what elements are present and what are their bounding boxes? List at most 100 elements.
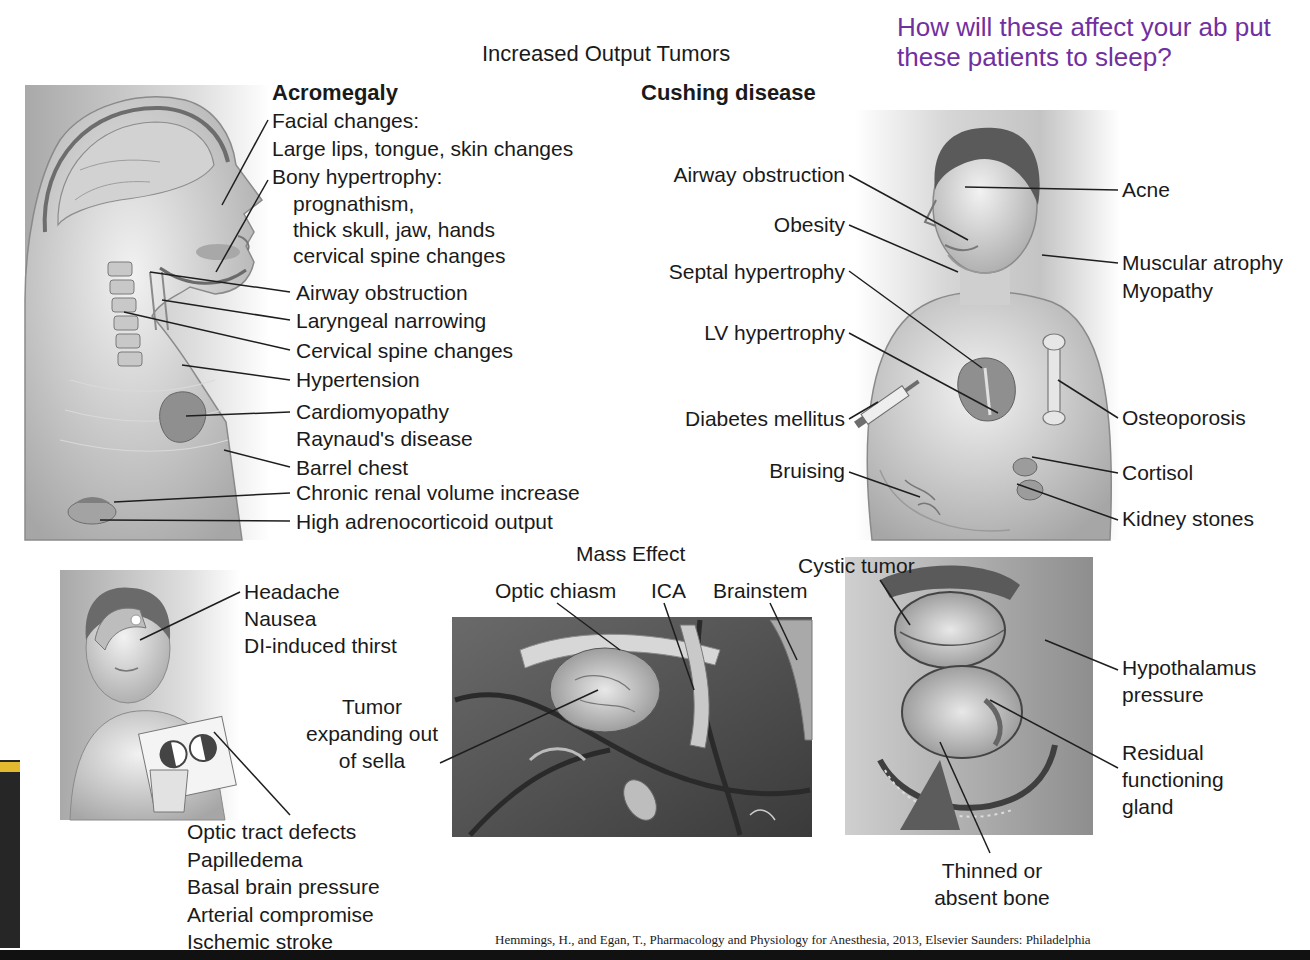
callout-label: Muscular atrophy <box>1122 249 1283 276</box>
acromegaly-figure-part-part <box>116 334 140 348</box>
leader-lines-part <box>114 493 290 502</box>
acromegaly-figure-part-part <box>70 380 215 391</box>
mass-effect-figure-part <box>770 620 812 740</box>
cushing-figure-part <box>880 470 1010 531</box>
mass-effect-figure-part <box>455 620 810 835</box>
callout-label: Kidney stones <box>1122 505 1254 532</box>
callout-label: Cervical spine changes <box>296 337 513 364</box>
leader-lines-part <box>770 603 797 660</box>
leader-lines-part <box>1045 640 1118 670</box>
callout-label: LV hypertrophy <box>704 319 845 346</box>
acromegaly-figure-part-part <box>110 280 134 294</box>
mass-effect-figure-part <box>617 774 663 826</box>
mass-effect-figure-part <box>550 648 660 732</box>
acromegaly-figure-part <box>75 497 110 503</box>
callout-label: Myopathy <box>1122 277 1213 304</box>
logo-strip-part <box>0 760 20 948</box>
headache-figure-part <box>131 615 141 625</box>
mass-effect-figure-part <box>530 749 585 760</box>
cushing-figure-part <box>945 245 978 250</box>
feature-label: cervical spine changes <box>293 242 505 269</box>
cushing-figure-part <box>948 255 1005 273</box>
leader-lines-part <box>162 300 290 320</box>
acromegaly-figure-part <box>25 97 262 540</box>
feature-label: prognathism, <box>293 190 414 217</box>
leader-lines-part <box>880 580 910 625</box>
acromegaly-figure-part-part <box>114 316 138 330</box>
callout-label: Cardiomyopathy <box>296 398 449 425</box>
callout-label: DI-induced thirst <box>244 632 397 659</box>
leader-lines-part <box>557 603 620 650</box>
leader-lines-part <box>849 175 968 240</box>
callout-label: Hypertension <box>296 366 420 393</box>
headache-figure-part <box>150 770 188 812</box>
acromegaly-figure-part <box>108 262 142 366</box>
leader-lines-part <box>1058 380 1118 418</box>
leader-lines-part <box>1042 255 1118 263</box>
leader-lines-part <box>849 271 982 368</box>
callout-label: Residual functioning gland <box>1122 739 1257 820</box>
cushing-figure-part <box>855 110 1120 540</box>
cushing-figure-part-part <box>1013 458 1037 476</box>
headache-figure-part-part <box>187 733 218 764</box>
leader-lines-part <box>182 365 290 380</box>
headache-figure-part-part <box>200 733 218 761</box>
callout-label: Barrel chest <box>296 454 408 481</box>
cushing-figure-part <box>1013 458 1043 500</box>
callout-label: Raynaud's disease <box>296 425 473 452</box>
cystic-tumor-figure <box>845 557 1093 835</box>
cushing-figure-part <box>853 377 922 430</box>
slide-question: How will these affect your ab put these … <box>897 12 1282 72</box>
leader-lines-part <box>940 742 990 853</box>
cushing-figure-part-part <box>1043 411 1065 425</box>
callout-label: Headache <box>244 578 340 605</box>
leader-lines-part <box>849 225 958 272</box>
callout-label: Osteoporosis <box>1122 404 1246 431</box>
cushing-figure <box>853 110 1120 540</box>
callout-label: Airway obstruction <box>296 279 468 306</box>
headache-figure <box>60 570 240 820</box>
section-heading: Acromegaly <box>272 79 398 106</box>
callout-label: Obesity <box>774 211 845 238</box>
callout-label: Cortisol <box>1122 459 1193 486</box>
acromegaly-figure-part-part <box>112 298 136 312</box>
callout-label: Cystic tumor <box>798 552 915 579</box>
callout-label: ICA <box>651 577 686 604</box>
callout-label: Optic tract defects <box>187 818 356 845</box>
mass-effect-figure <box>452 617 812 837</box>
cushing-figure-part-part <box>861 386 909 425</box>
leader-lines-part <box>990 700 1118 768</box>
acromegaly-figure-part <box>25 85 270 540</box>
cushing-figure-part <box>905 480 940 515</box>
headache-figure-part <box>95 608 146 650</box>
headache-figure-part <box>115 668 138 671</box>
acromegaly-figure-part-part <box>118 352 142 366</box>
callout-label: Papilledema <box>187 846 303 873</box>
callout-label: Septal hypertrophy <box>669 258 845 285</box>
cushing-figure-part <box>867 292 1111 541</box>
cushing-figure-part-part <box>1043 334 1065 350</box>
callout-label: Tumor expanding out of sella <box>302 693 442 774</box>
cystic-tumor-figure-part <box>985 700 1000 745</box>
cystic-tumor-figure-part <box>880 745 1055 808</box>
leader-lines-part <box>1017 484 1118 520</box>
mass-effect-figure-part <box>452 617 812 837</box>
diagram-title: Increased Output Tumors <box>482 40 730 67</box>
callout-label: Bruising <box>769 457 845 484</box>
leader-lines-part <box>849 333 998 413</box>
callout-label: Airway obstruction <box>673 161 845 188</box>
headache-figure-part-part <box>158 742 176 770</box>
leader-lines-part <box>186 412 290 416</box>
cystic-tumor-figure-part <box>900 630 1004 645</box>
leader-lines-part <box>440 690 598 763</box>
acromegaly-figure-part <box>238 236 249 250</box>
cystic-tumor-figure-part <box>902 666 1022 758</box>
leader-lines-part <box>140 592 240 640</box>
cushing-figure-part <box>934 128 1039 205</box>
leader-lines-part <box>849 402 878 419</box>
leader-lines <box>100 120 1118 853</box>
acromegaly-figure <box>25 85 270 540</box>
leader-lines-part <box>100 520 290 521</box>
